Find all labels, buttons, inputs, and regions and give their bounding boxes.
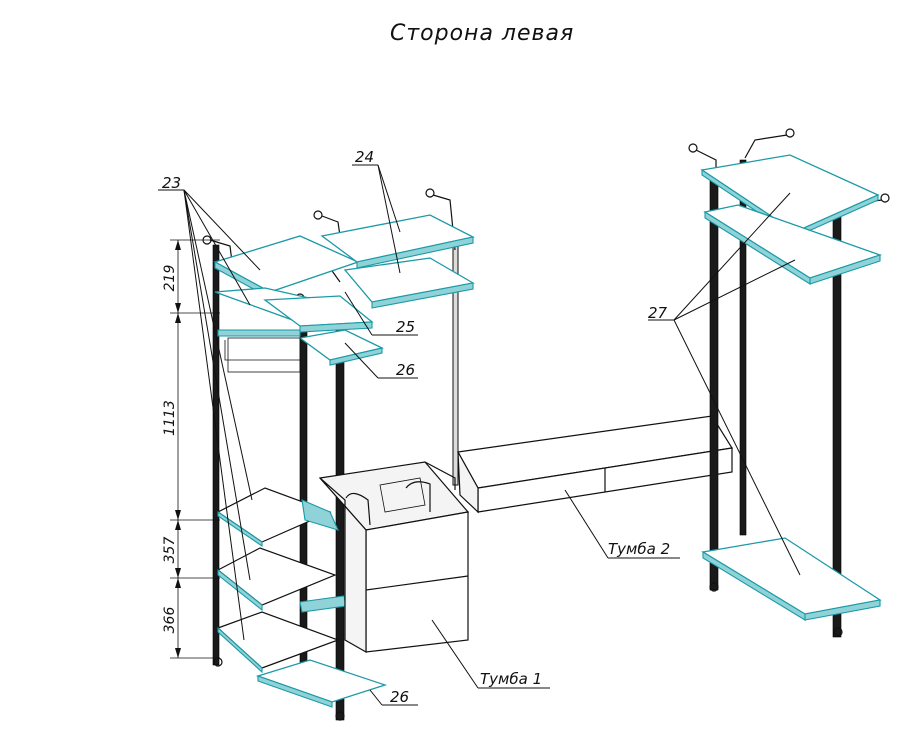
left-rack: [202, 188, 475, 721]
callout-tumba-1: Тумба 1: [431, 619, 550, 689]
callout-label-26-bottom: 26: [390, 688, 409, 706]
tumba-1-front: [365, 511, 469, 653]
callout-27: 27: [648, 192, 801, 576]
callout-25: 25: [344, 291, 418, 336]
shelf-26-bottom: [255, 659, 388, 703]
dimension-1113: 1113: [162, 400, 178, 436]
tumba-1: [318, 461, 470, 654]
callout-label-27: 27: [648, 304, 668, 322]
callout-label-tumba-2: Тумба 2: [608, 540, 670, 558]
callout-label-23: 23: [162, 174, 181, 192]
right-rack-post-left: [709, 174, 719, 591]
shelf-23-lower-3: [216, 611, 340, 669]
dimension-357: 357: [162, 537, 178, 564]
dimension-366: 366: [162, 607, 178, 634]
dimension-219: 219: [162, 265, 178, 292]
callout-label-26-top: 26: [396, 361, 415, 379]
left-rack-post-front: [335, 309, 345, 721]
callout-26-bottom: 26: [369, 688, 418, 706]
shelf-27-bottom: [701, 537, 882, 615]
callout-23: 23: [158, 174, 261, 641]
callout-label-tumba-1: Тумба 1: [480, 670, 542, 688]
right-rack: [688, 128, 890, 638]
tumba-2: [457, 415, 733, 514]
shelf-25: [263, 295, 374, 327]
callout-24: 24: [352, 148, 401, 274]
right-rack-post-mid: [739, 159, 747, 536]
dimension-lines: 219 1113 357 366: [162, 239, 220, 659]
callout-26-top: 26: [344, 342, 418, 379]
drawing-title: Сторона левая: [390, 21, 574, 46]
callout-label-24: 24: [355, 148, 374, 166]
callout-tumba-2: Тумба 2: [564, 489, 680, 559]
callout-label-25: 25: [396, 318, 415, 336]
shelf-26-mid: [301, 499, 339, 531]
left-rack-post-back: [212, 244, 220, 666]
